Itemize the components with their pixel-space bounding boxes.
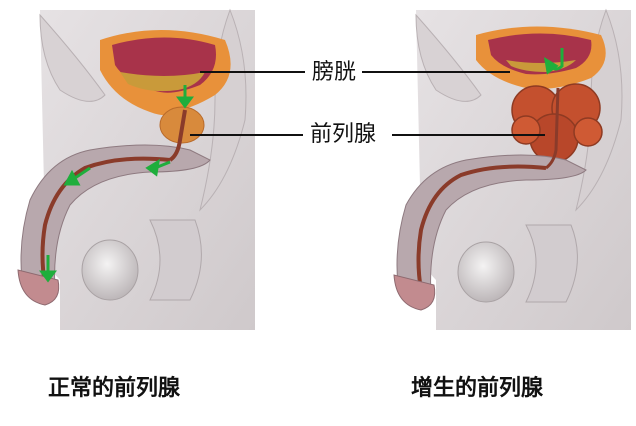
testis	[457, 241, 515, 303]
scrotum-tissue	[525, 224, 578, 303]
scrotum-tissue	[149, 219, 202, 301]
testis	[81, 239, 139, 301]
enlarged-anatomy-svg	[376, 0, 636, 330]
pelvic-bone	[39, 13, 106, 102]
normal-prostate-caption: 正常的前列腺	[48, 376, 181, 401]
enlarged-prostate-illustration	[376, 0, 636, 330]
bladder-label: 膀胱	[312, 60, 357, 85]
normal-prostate-illustration	[0, 0, 260, 330]
urine-flow-arrow	[543, 48, 564, 75]
prostate-label: 前列腺	[310, 122, 377, 147]
urine-flow-arrows	[39, 85, 194, 283]
urethra	[416, 164, 547, 291]
urethra-prostatic	[168, 109, 187, 162]
urethra-prostatic	[545, 87, 560, 170]
normal-anatomy-svg	[0, 0, 260, 330]
glans	[393, 274, 436, 311]
prostate-enlarged	[511, 83, 603, 163]
pelvic-bone	[415, 13, 482, 102]
enlarged-prostate-caption: 增生的前列腺	[411, 376, 544, 401]
